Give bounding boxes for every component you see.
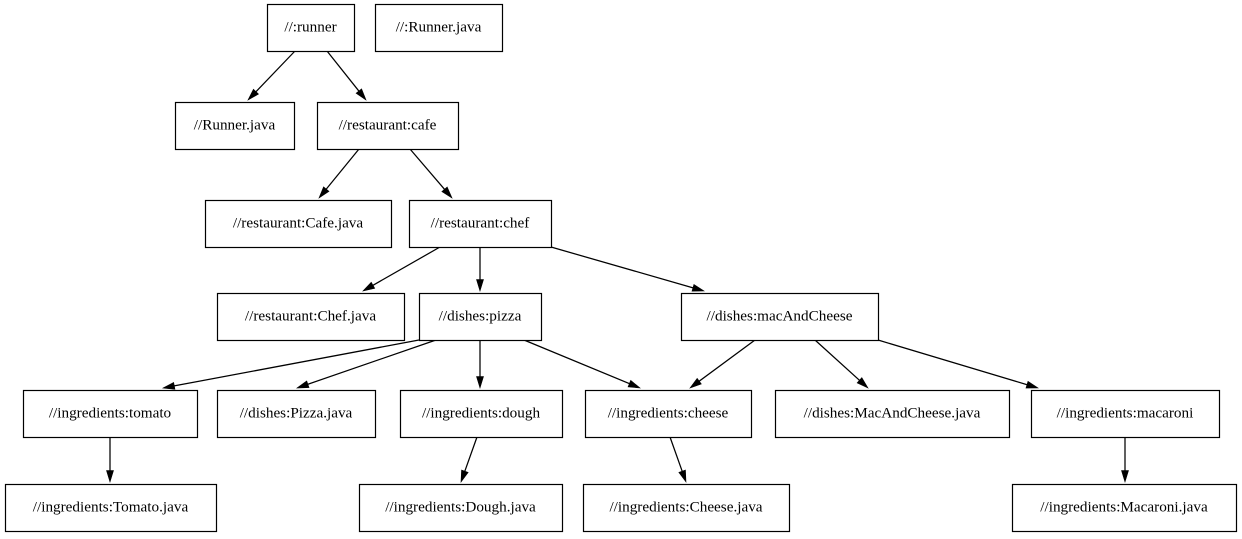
- graph-node-label: //ingredients:tomato: [49, 404, 172, 421]
- graph-node-label: //ingredients:dough: [422, 404, 541, 421]
- graph-node[interactable]: //restaurant:Cafe.java: [204, 199, 393, 249]
- graph-node-label: //dishes:MacAndCheese.java: [804, 404, 981, 421]
- graph-node[interactable]: //dishes:Pizza.java: [216, 389, 377, 439]
- graph-edge: [106, 437, 114, 484]
- graph-node-label: //dishes:pizza: [439, 307, 522, 324]
- graph-node-label: //ingredients:macaroni: [1057, 404, 1194, 421]
- graph-node[interactable]: //ingredients:Tomato.java: [4, 483, 218, 533]
- graph-node-label: //restaurant:Cafe.java: [233, 214, 364, 231]
- graph-edge: [296, 339, 437, 389]
- graph-node[interactable]: //ingredients:Cheese.java: [582, 483, 791, 533]
- graph-node[interactable]: //ingredients:macaroni: [1030, 389, 1221, 439]
- nodes-layer: //:runner //:Runner.java //Runner.java //re…: [4, 3, 1238, 533]
- graph-node[interactable]: //dishes:pizza: [418, 292, 543, 342]
- graph-node[interactable]: //ingredients:Macaroni.java: [1011, 483, 1238, 533]
- graph-node-label: //ingredients:cheese: [608, 404, 729, 421]
- graph-node-label: //dishes:Pizza.java: [240, 404, 353, 421]
- graph-edge: [161, 339, 420, 390]
- graph-edge: [460, 436, 478, 483]
- graph-node[interactable]: //ingredients:cheese: [584, 389, 753, 439]
- graph-node-label: //restaurant:Chef.java: [245, 307, 376, 324]
- graph-node-label: //Runner.java: [194, 116, 276, 133]
- graph-edge: [247, 50, 296, 101]
- graph-node-label: //restaurant:cafe: [339, 116, 437, 133]
- graph-node[interactable]: //Runner.java: [174, 101, 296, 151]
- graph-edge: [550, 246, 705, 292]
- graph-node[interactable]: //ingredients:tomato: [22, 389, 199, 439]
- graph-edge: [318, 148, 360, 199]
- graph-node[interactable]: //:runner: [266, 3, 356, 53]
- graph-node[interactable]: //dishes:MacAndCheese.java: [774, 389, 1011, 439]
- graph-edge: [476, 340, 484, 390]
- graph-edge: [523, 339, 641, 389]
- graph-edge: [669, 436, 687, 483]
- graph-edge: [476, 247, 484, 293]
- graph-node-label: //ingredients:Macaroni.java: [1040, 498, 1208, 515]
- graph-node-label: //ingredients:Tomato.java: [33, 498, 189, 515]
- graph-edge: [409, 148, 453, 199]
- graph-node[interactable]: //restaurant:cafe: [316, 101, 460, 151]
- graph-node-label: //ingredients:Dough.java: [385, 498, 536, 515]
- graph-node-label: //restaurant:chef: [431, 214, 531, 231]
- graph-edge: [362, 246, 441, 292]
- graph-node-label: //ingredients:Cheese.java: [609, 498, 762, 515]
- graph-node-label: //dishes:macAndCheese: [707, 307, 853, 324]
- graph-edge: [814, 339, 869, 389]
- graph-node[interactable]: //:Runner.java: [374, 3, 504, 53]
- graph-node[interactable]: //restaurant:Chef.java: [216, 292, 406, 342]
- graph-edge: [877, 339, 1039, 389]
- graph-edge: [689, 339, 756, 389]
- graph-edge: [1121, 437, 1129, 484]
- edges-layer: [106, 50, 1129, 484]
- graph-node[interactable]: //restaurant:chef: [408, 199, 553, 249]
- graph-node-label: //:runner: [284, 18, 336, 35]
- graph-node[interactable]: //ingredients:dough: [399, 389, 564, 439]
- graph-node-label: //:Runner.java: [396, 18, 482, 35]
- graph-node[interactable]: //dishes:macAndCheese: [680, 292, 880, 342]
- graph-edge: [326, 50, 367, 101]
- graph-node[interactable]: //ingredients:Dough.java: [358, 483, 564, 533]
